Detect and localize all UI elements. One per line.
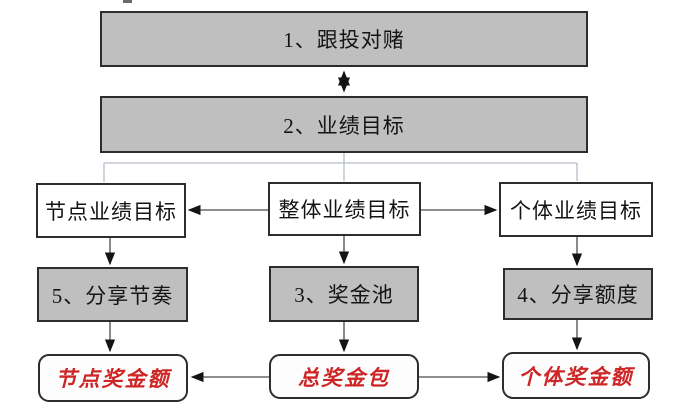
node-overall-target: 整体业绩目标 — [268, 182, 421, 236]
node-individual-bonus: 个体奖金额 — [502, 352, 650, 399]
node-individual-bonus-label: 个体奖金额 — [518, 364, 634, 389]
node-individual-target-label: 个体业绩目标 — [510, 198, 642, 223]
node-bonus-pool: 3、奖金池 — [269, 266, 419, 322]
stray-mark — [123, 0, 132, 3]
node-invest-bet: 1、跟投对赌 — [100, 11, 588, 67]
node-node-target-label: 节点业绩目标 — [45, 199, 177, 224]
node-total-bonus-label: 总奖金包 — [298, 365, 390, 390]
node-individual-target: 个体业绩目标 — [499, 182, 653, 237]
edge-performance-branch-lines — [103, 153, 578, 182]
node-performance-target: 2、业绩目标 — [100, 96, 588, 153]
node-performance-target-label: 2、业绩目标 — [283, 113, 405, 138]
node-sharing-quota: 4、分享额度 — [503, 268, 653, 320]
node-sharing-quota-label: 4、分享额度 — [517, 283, 639, 307]
node-node-bonus: 节点奖金额 — [38, 354, 188, 402]
node-bonus-pool-label: 3、奖金池 — [294, 283, 394, 307]
node-total-bonus: 总奖金包 — [269, 354, 419, 399]
node-invest-bet-label: 1、跟投对赌 — [283, 28, 405, 52]
node-sharing-rhythm: 5、分享节奏 — [37, 267, 188, 322]
node-node-bonus-label: 节点奖金额 — [55, 367, 171, 391]
node-sharing-rhythm-label: 5、分享节奏 — [51, 283, 174, 308]
node-node-target: 节点业绩目标 — [36, 183, 186, 238]
node-overall-target-label: 整体业绩目标 — [278, 198, 411, 222]
